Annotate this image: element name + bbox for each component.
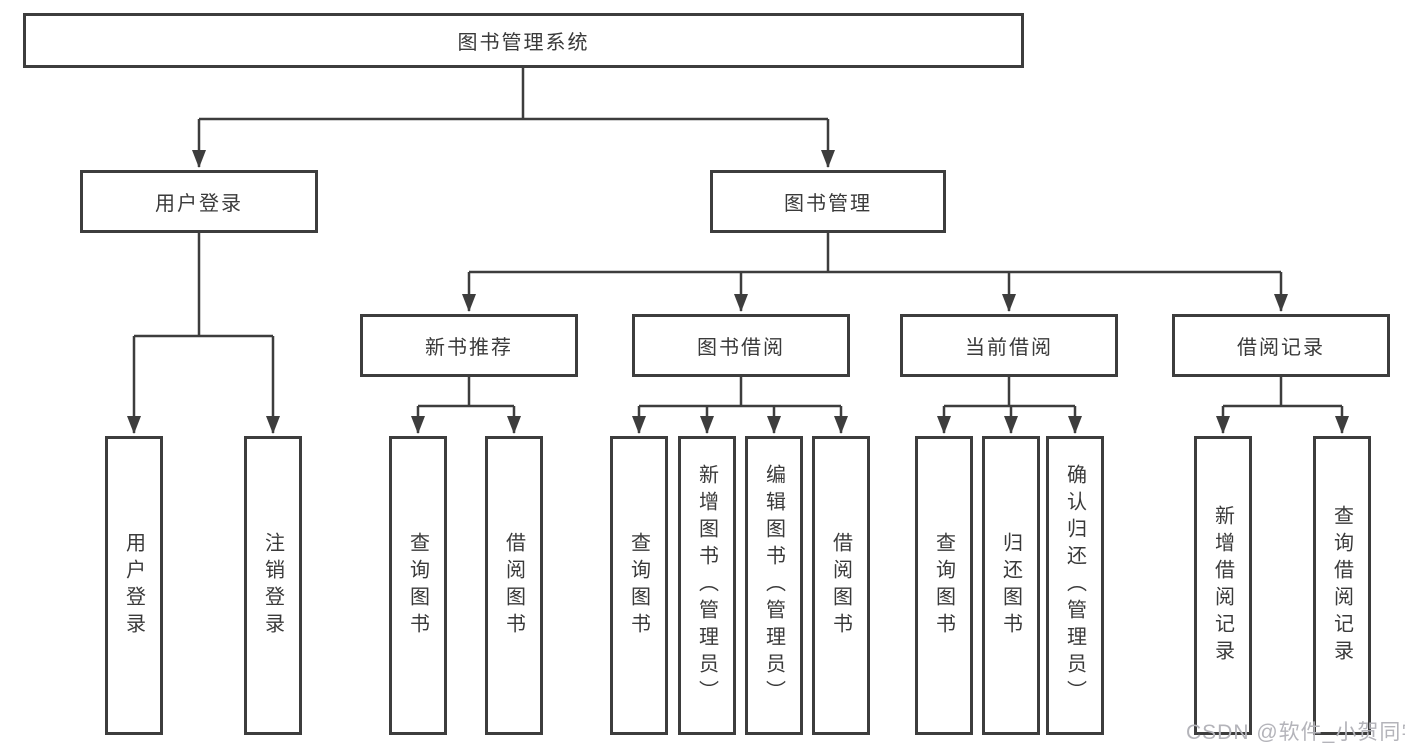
node-leaf-borrow-books-2: 借阅图书 [812, 436, 870, 735]
node-user-login: 用户登录 [80, 170, 318, 233]
node-leaf-confirm-return-admin: 确认归还（管理员） [1046, 436, 1104, 735]
node-borrowing-records: 借阅记录 [1172, 314, 1390, 377]
node-book-management: 图书管理 [710, 170, 946, 233]
node-leaf-query-books-3: 查询图书 [915, 436, 973, 735]
node-leaf-borrow-books-1: 借阅图书 [485, 436, 543, 735]
node-leaf-add-borrow-record: 新增借阅记录 [1194, 436, 1252, 735]
node-leaf-query-books-2: 查询图书 [610, 436, 668, 735]
node-leaf-query-borrow-record: 查询借阅记录 [1313, 436, 1371, 735]
csdn-watermark: CSDN @软件_小贺同学 [1186, 721, 1405, 744]
node-leaf-return-books: 归还图书 [982, 436, 1040, 735]
node-leaf-query-books-1: 查询图书 [389, 436, 447, 735]
node-leaf-edit-books-admin: 编辑图书（管理员） [745, 436, 803, 735]
node-library-management-system: 图书管理系统 [23, 13, 1024, 68]
node-leaf-user-login: 用户登录 [105, 436, 163, 735]
node-new-book-recommendation: 新书推荐 [360, 314, 578, 377]
node-current-borrowing: 当前借阅 [900, 314, 1118, 377]
node-leaf-add-books-admin: 新增图书（管理员） [678, 436, 736, 735]
node-leaf-logout: 注销登录 [244, 436, 302, 735]
node-book-borrowing: 图书借阅 [632, 314, 850, 377]
